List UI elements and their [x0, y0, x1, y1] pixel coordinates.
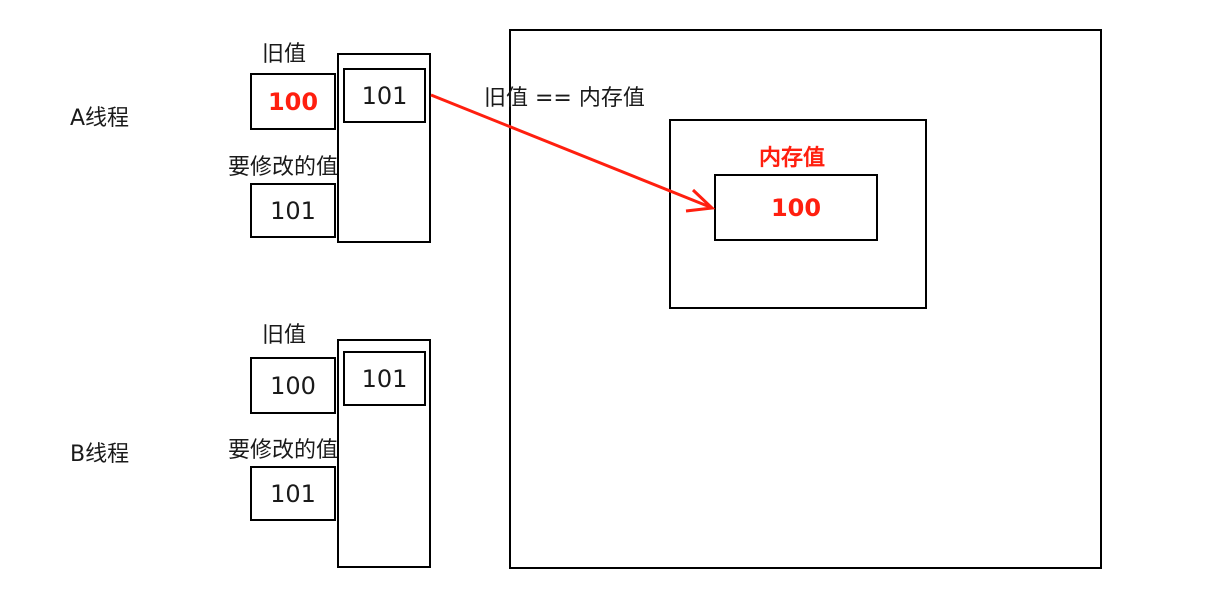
- memory-value-title: 内存值: [759, 146, 826, 171]
- memory-value: 100: [770, 193, 822, 222]
- thread-b-register-box: 101: [343, 351, 426, 406]
- thread-a-old-value: 100: [267, 87, 319, 116]
- thread-a-new-value-label: 要修改的值: [228, 155, 339, 180]
- thread-b-old-value-box: 100: [250, 357, 336, 414]
- thread-b-label: B线程: [70, 442, 130, 467]
- thread-a-register-box: 101: [343, 68, 426, 123]
- thread-a-new-value: 101: [270, 196, 316, 225]
- red-arrow-icon: [430, 93, 716, 213]
- thread-a-register-value: 101: [361, 81, 408, 110]
- memory-value-box: 100: [714, 174, 878, 241]
- thread-b-old-value-label: 旧值: [262, 323, 307, 348]
- memory-value-container: [669, 119, 927, 309]
- main-memory-box: [509, 29, 1102, 569]
- compare-label: 旧值 == 内存值: [484, 86, 645, 111]
- thread-a-old-value-label: 旧值: [262, 42, 307, 67]
- thread-b-new-value-label: 要修改的值: [228, 438, 339, 463]
- thread-b-new-value-box: 101: [250, 466, 336, 521]
- thread-a-old-value-box: 100: [250, 73, 336, 130]
- thread-b-register-value: 101: [361, 364, 408, 393]
- thread-a-register-column: [337, 53, 431, 243]
- thread-b-old-value: 100: [270, 371, 316, 400]
- thread-b-register-column: [337, 339, 431, 568]
- thread-b-new-value: 101: [270, 479, 316, 508]
- thread-a-new-value-box: 101: [250, 183, 336, 238]
- thread-a-label: A线程: [70, 106, 130, 131]
